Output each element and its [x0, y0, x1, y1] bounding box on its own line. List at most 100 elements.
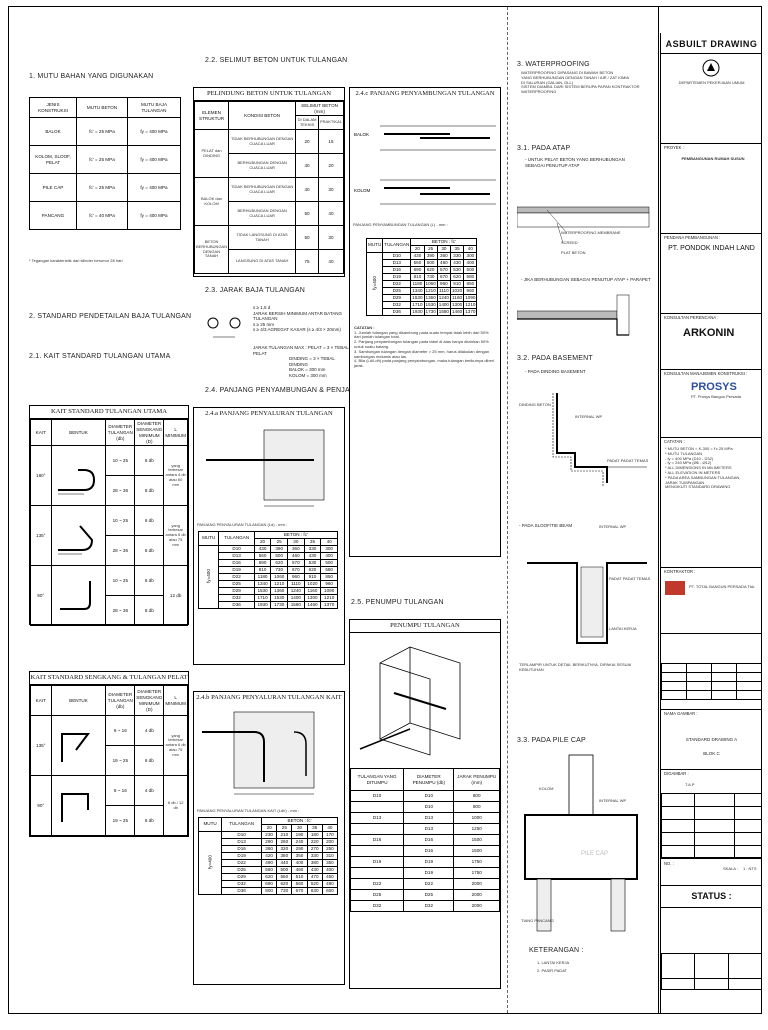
col-header: MUTU BAJA TULANGAN: [127, 97, 181, 118]
mk-label: KONSULTAN MANAJEMEN KONSTRUKSI :: [664, 371, 748, 376]
cell: TIDAK BERHUBUNGAN DENGAN CUACA LUAR: [228, 129, 297, 154]
selimut-panel: PELINDUNG BETON UNTUK TULANGAN ELEMEN ST…: [193, 87, 345, 277]
table-cell: 360: [287, 544, 305, 553]
table-cell: 1530: [423, 300, 438, 309]
cell: fy = 400 MPa: [127, 173, 181, 202]
table-cell: 500: [270, 551, 289, 560]
bar-size: D13: [382, 258, 412, 267]
section-2-2-title: 2.2. SELIMUT BETON UNTUK TULANGAN: [205, 57, 348, 64]
stirrup-135-diagram: [50, 715, 107, 776]
table-cell: 730: [276, 886, 293, 895]
table-cell: D22: [403, 878, 455, 890]
fy-label: fy=400: [198, 831, 222, 895]
table-cell: 310: [321, 851, 339, 860]
spacing-rule: s ≥ 4/3 AGREGAT KASAR (s ≥ 4/3 × 20mm): [253, 327, 341, 332]
table-cell: 1360: [270, 586, 289, 595]
table-cell: 580: [463, 272, 478, 281]
spacing-rule: s ≥ 1,5 d: [253, 305, 271, 310]
cell: 4 db: [134, 775, 165, 806]
table-cell: 1530: [253, 586, 272, 595]
cell: 28 ~ 36: [105, 475, 136, 506]
catatan-item: MENGIKUTI STANDARD DRAWING: [665, 484, 731, 490]
table-cell: 2000: [453, 889, 500, 901]
table-cell: 180: [306, 830, 323, 839]
bar-size: D32: [382, 300, 412, 309]
bar-size: D10: [221, 830, 263, 839]
desc-line: SEBAGAI PENUTUP ATAP: [525, 162, 580, 168]
table-cell: 1460: [303, 600, 322, 609]
table-cell: D25: [403, 889, 455, 901]
lap-title: 2.4.c PANJANG PENYAMBUNGAN TULANGAN: [355, 90, 495, 97]
kait-utama-panel: KAIT STANDARD TULANGAN UTAMA KAIT BENTUK…: [29, 405, 189, 626]
cell: LANGSUNG DI ATAS TANAH: [228, 249, 297, 274]
table-cell: 500: [463, 265, 478, 274]
table-cell: 800: [453, 801, 500, 813]
digambar-value: T.A.P: [685, 782, 695, 787]
table-cell: 850: [463, 279, 478, 288]
table-cell: D16: [349, 834, 405, 846]
table-cell: 390: [423, 251, 438, 260]
table-cell: 1160: [449, 293, 465, 302]
no-label: NO. :: [664, 861, 674, 866]
lap-diagram: BALOK KOLOM: [354, 125, 496, 205]
section-3-2-title: 3.2. PADA BASEMENT: [517, 355, 593, 362]
table-cell: 270: [306, 844, 323, 853]
lap-panel: 2.4.c PANJANG PENYAMBUNGAN TULANGAN BALO…: [349, 87, 501, 557]
svg-text:BALOK: BALOK: [354, 132, 369, 137]
proyek-label: PROYEK :: [664, 145, 684, 150]
table-cell: 1090: [463, 293, 478, 302]
cell: 40: [317, 201, 345, 226]
table-cell: 630: [306, 886, 323, 895]
bar-size: D13: [218, 551, 255, 560]
cell: 40: [295, 153, 319, 178]
table-cell: 1240: [287, 586, 305, 595]
bar-size: D25: [218, 579, 255, 588]
table-cell: D19: [403, 856, 455, 868]
bar-size: D36: [382, 307, 412, 316]
pile-cap-label: KOLOM: [539, 786, 554, 791]
table-cell: 670: [287, 565, 305, 574]
table-cell: D32: [403, 900, 455, 912]
sloof-title: - PADA SLOOF/TIE BEAM: [519, 523, 573, 528]
table-cell: 560: [410, 258, 425, 267]
cell: 90°: [30, 565, 52, 626]
table-cell: 300: [463, 251, 478, 260]
penumpu-diagram: [359, 646, 461, 756]
col-header: JENIS KONSTRUKSI: [29, 97, 77, 118]
cell: 19 ~ 25: [105, 805, 136, 836]
table-cell: 350: [321, 858, 339, 867]
cell: BALOK: [29, 117, 77, 146]
ldh-diagram: [202, 711, 315, 795]
section-2-title: 2. STANDARD PENDETAILAN BAJA TULANGAN: [29, 313, 192, 320]
roof-label: WATERPROOFING MEMBRANE: [561, 230, 621, 235]
table-cell: 1210: [423, 286, 438, 295]
col-header: DIAMETER SENGKANG MINIMUM (D): [134, 685, 165, 716]
table-cell: 1180: [410, 279, 425, 288]
table-cell: 200: [321, 837, 339, 846]
bar-size: D25: [382, 286, 412, 295]
nama-gambar-label: NAMA GAMBAR :: [664, 711, 698, 716]
grade-header: 40: [463, 244, 478, 253]
section-1-title: 1. MUTU BAHAN YANG DIGUNAKAN: [29, 73, 154, 80]
note: 1. Jumlah tulangan yang disambung pada s…: [354, 329, 489, 340]
roof-label: SCREED: [561, 240, 578, 245]
col-header: DIAMETER TULANGAN (db): [105, 419, 136, 446]
skala-label: SKALA :: [723, 866, 738, 871]
catatan-item: - fy = 400 MPa (D10 - D32): [665, 455, 714, 461]
table-cell: 560: [253, 551, 272, 560]
cell: 40: [295, 177, 319, 202]
table-cell: 1400: [287, 593, 305, 602]
catatan-item: * MUTU BETON = K-300 = f'c 25 MPa: [665, 446, 733, 451]
table-cell: 190: [291, 830, 308, 839]
table-cell: 490: [321, 879, 339, 888]
section-2-1-title: 2.1. KAIT STANDARD TULANGAN UTAMA: [29, 353, 171, 360]
cell: 6 db: [134, 505, 165, 536]
table-cell: 380: [276, 851, 293, 860]
col-header: BENTUK: [50, 685, 107, 716]
catatan-item: * ALL ELEVATION IN METERS: [665, 469, 721, 475]
table-cell: 1930: [410, 307, 425, 316]
table-cell: 1300: [303, 593, 322, 602]
mk-sub: PT. Prosys Bangun Persada: [691, 394, 742, 399]
table-cell: 570: [436, 265, 452, 274]
